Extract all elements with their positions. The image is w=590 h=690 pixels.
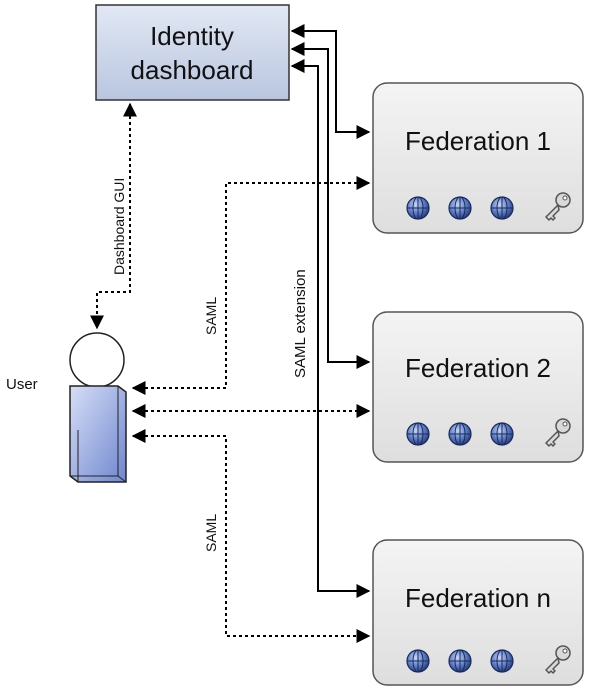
federation-2-name: Federation 2 [405,353,551,383]
globe-icon [406,649,430,673]
globe-icon [406,196,430,220]
dashboard-gui-label: Dashboard GUI [111,178,127,275]
globe-icon [490,422,514,446]
user-label: User [6,376,38,393]
globe-icon [448,196,472,220]
dashboard-gui-link: Dashboard GUI [90,102,137,330]
identity-dashboard-line1: Identity [150,21,234,51]
saml-label-bottom: SAML [203,514,219,552]
user-figure: User [6,332,127,483]
globe-icon [406,422,430,446]
saml-extension-label: SAML extension [292,269,309,378]
federation-box-n: Federation n [372,539,584,686]
globe-icon [490,649,514,673]
saml-label-top: SAML [203,297,219,335]
globe-icon [448,422,472,446]
saml-extension-links: SAML extension [290,24,371,598]
federation-box-1: Federation 1 [372,82,584,234]
identity-dashboard: Identity dashboard [95,4,290,101]
identity-dashboard-line2: dashboard [131,55,254,85]
globe-icon [448,649,472,673]
federation-box-2: Federation 2 [372,311,584,463]
globe-icon [490,196,514,220]
federation-n-name: Federation n [405,583,551,613]
federation-1-name: Federation 1 [405,126,551,156]
saml-links: SAML SAML [131,176,371,643]
person-icon [69,332,127,483]
